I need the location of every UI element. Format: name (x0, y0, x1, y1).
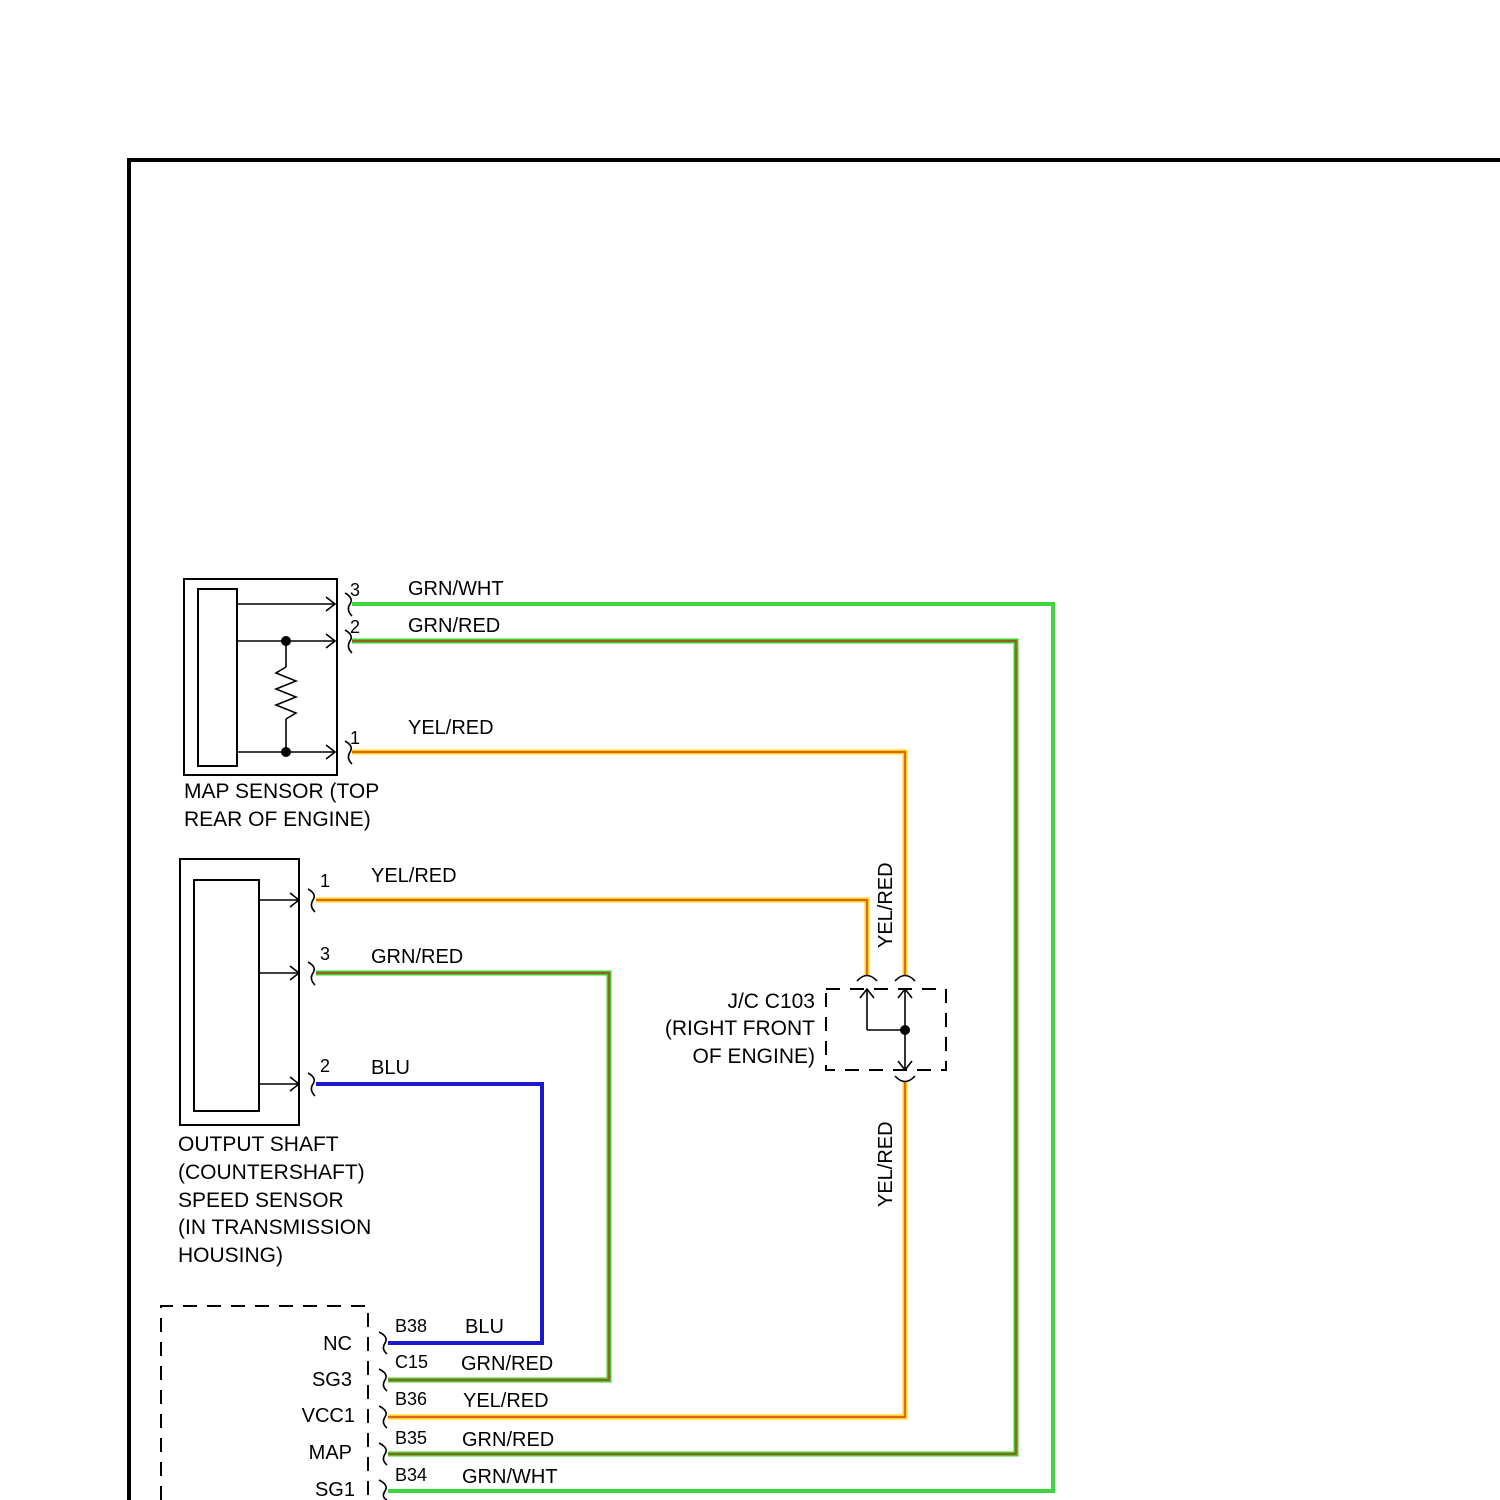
wire-blu-speed-b38 (316, 1084, 542, 1343)
speed-wire-label-yel-red: YEL/RED (371, 865, 457, 887)
map-sensor-label-line1: MAP SENSOR (TOP (184, 780, 379, 803)
map-wire-label-grn-wht: GRN/WHT (408, 578, 504, 600)
speed-sensor-label-line3: SPEED SENSOR (178, 1189, 344, 1212)
speed-sensor-housing (180, 859, 299, 1125)
map-sensor (184, 579, 352, 775)
map-sensor-element (198, 589, 237, 766)
speed-wire-label-grn-red: GRN/RED (371, 946, 463, 968)
ecm-wire-label-blu: BLU (465, 1316, 504, 1338)
map-wire-label-yel-red: YEL/RED (408, 717, 494, 739)
junction-label-line3: OF ENGINE) (692, 1045, 815, 1068)
map-sensor-label-line2: REAR OF ENGINE) (184, 808, 371, 831)
junction-label-line2: (RIGHT FRONT (665, 1017, 815, 1040)
ecm-pin-c15: C15 (395, 1352, 428, 1372)
ecm-pin-b38: B38 (395, 1316, 427, 1336)
junction-label-line1: J/C C103 (727, 990, 815, 1013)
speed-sensor-pin-3: 3 (320, 944, 330, 964)
ecm-wire-label-grn-red-b35: GRN/RED (462, 1429, 554, 1451)
map-sensor-pin-3: 3 (350, 580, 360, 600)
ecm-wire-label-yel-red: YEL/RED (463, 1390, 549, 1412)
speed-sensor-label-line2: (COUNTERSHAFT) (178, 1161, 365, 1184)
ecm-pin-b34: B34 (395, 1465, 427, 1485)
speed-sensor-label-line4: (IN TRANSMISSION (178, 1216, 371, 1239)
junction-wire-label-top: YEL/RED (875, 862, 897, 948)
ecm-connector (161, 1306, 387, 1500)
map-sensor-pin-2: 2 (350, 617, 360, 637)
resistor-icon (276, 636, 296, 757)
wire-grn-red-map-b35 (352, 641, 1016, 1454)
speed-sensor-label-line5: HOUSING) (178, 1244, 283, 1267)
junction-connector (826, 976, 946, 1082)
speed-sensor-pin-2: 2 (320, 1056, 330, 1076)
map-sensor-housing (184, 579, 337, 775)
junction-wire-label-bottom: YEL/RED (875, 1121, 897, 1207)
wire-yel-red-map-jc (352, 752, 905, 975)
ecm-signal-map: MAP (309, 1442, 352, 1464)
ecm-pin-b35: B35 (395, 1428, 427, 1448)
ecm-signal-vcc1: VCC1 (302, 1405, 355, 1427)
map-sensor-pin-1: 1 (350, 728, 360, 748)
ecm-signal-sg3: SG3 (312, 1369, 352, 1391)
speed-sensor (180, 859, 315, 1125)
ecm-wire-label-grn-red-c15: GRN/RED (461, 1353, 553, 1375)
ecm-signal-sg1: SG1 (315, 1479, 355, 1500)
speed-sensor-element (194, 880, 259, 1111)
speed-sensor-pin-1: 1 (320, 871, 330, 891)
map-wire-label-grn-red: GRN/RED (408, 615, 500, 637)
ecm-wire-label-grn-wht: GRN/WHT (462, 1466, 558, 1488)
speed-wire-label-blu: BLU (371, 1057, 410, 1079)
ecm-pin-b36: B36 (395, 1389, 427, 1409)
speed-sensor-label-line1: OUTPUT SHAFT (178, 1133, 339, 1156)
ecm-signal-nc: NC (323, 1333, 352, 1355)
